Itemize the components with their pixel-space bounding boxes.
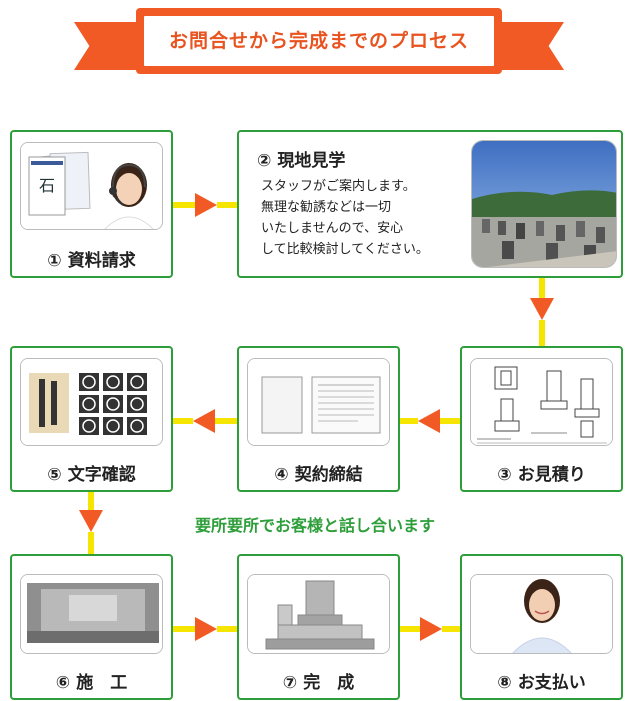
banner-plate: お問合せから完成までのプロセス xyxy=(136,8,502,74)
step-3-photo xyxy=(470,358,613,446)
connector-3-4 xyxy=(440,418,460,424)
arrow-down-icon xyxy=(79,510,103,532)
completed-grave-image xyxy=(248,575,389,653)
title-banner: お問合せから完成までのプロセス xyxy=(74,8,564,78)
step-7-photo xyxy=(247,574,390,654)
estimate-drawing-image xyxy=(471,359,612,445)
connector-5-6 xyxy=(88,492,94,510)
arrow-down-icon xyxy=(530,298,554,320)
cemetery-photo xyxy=(471,140,617,268)
brochure-operator-image: 石 xyxy=(21,143,162,229)
consultation-note: 要所要所でお客様と話し合います xyxy=(194,516,435,535)
connector-1-2 xyxy=(173,202,195,208)
step-6-photo xyxy=(20,574,163,654)
brochure-title: 石 xyxy=(39,176,55,195)
connector-4-5 xyxy=(215,418,237,424)
arrow-right-icon xyxy=(420,617,442,641)
character-samples-image xyxy=(21,359,162,445)
contract-documents-image xyxy=(248,359,389,445)
step-2-description: スタッフがご案内します。 無理な勧誘などは一切 いたしませんので、安心 して比較… xyxy=(261,179,429,257)
page-title: お問合せから完成までのプロセス xyxy=(168,30,469,52)
step-8-photo xyxy=(470,574,613,654)
arrow-left-icon xyxy=(418,409,440,433)
step-5-photo xyxy=(20,358,163,446)
arrow-right-icon xyxy=(195,617,217,641)
banner-ribbon-left xyxy=(74,22,144,70)
staff-woman-image xyxy=(471,575,612,653)
arrow-right-icon xyxy=(195,193,217,217)
connector-6-7 xyxy=(173,626,195,632)
step-1-photo: 石 xyxy=(20,142,163,230)
connector-2-3 xyxy=(539,278,545,298)
arrow-left-icon xyxy=(193,409,215,433)
cemetery-image xyxy=(472,141,616,267)
foundation-construction-image xyxy=(21,575,162,653)
step-4-photo xyxy=(247,358,390,446)
banner-ribbon-right xyxy=(494,22,564,70)
connector-7-8 xyxy=(400,626,420,632)
